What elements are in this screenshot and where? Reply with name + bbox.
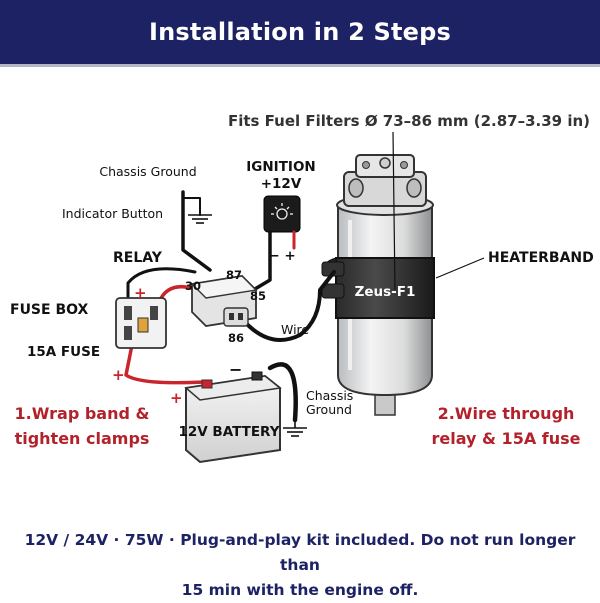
battery-wire-plus-sign: + [112,366,125,384]
battery-plus-sign: + [170,389,183,407]
fits-label: Fits Fuel Filters Ø 73–86 mm (2.87–3.39 … [228,112,590,130]
fuel-filter [336,154,434,416]
wire-label: Wire [281,322,309,337]
chassis-ground-top-label: Chassis Ground [99,164,196,179]
fuse-box-label: FUSE BOX [10,302,89,318]
relay-label: RELAY [113,250,163,266]
ignition-label-line1: IGNITION [246,159,315,175]
relay-pin-85: 85 [250,289,266,303]
footer-line2: 15 min with the engine off. [181,581,419,599]
chassis-ground-bottom-label-1: Chassis [306,388,353,403]
heaterband-callout-line [435,257,485,279]
relay-pin-87: 87 [226,268,242,282]
heaterband-label: HEATERBAND [488,250,594,266]
relay-pin-86: 86 [228,331,244,345]
ignition-label-line2: +12V [261,176,302,192]
page-title: Installation in 2 Steps [148,18,452,46]
wires [124,190,336,423]
fits-callout-line [392,131,396,291]
footer-note: 12V / 24V · 75W · Plug-and-play kit incl… [20,528,580,603]
relay [190,275,258,327]
step2-line2: relay & 15A fuse [432,429,581,448]
title-banner: Installation in 2 Steps [0,0,600,67]
heaterband: Zeus-F1 [321,257,435,319]
ground-symbol-bottom [283,420,307,437]
step1-line1: 1.Wrap band & [15,404,150,423]
fuse-box [115,297,167,349]
footer-line1: 12V / 24V · 75W · Plug-and-play kit incl… [24,531,576,574]
fuse-plus-sign: + [134,284,147,302]
ignition-terminals-label: − + [268,248,295,264]
step2-line1: 2.Wire through [438,404,575,423]
indicator-button-label: Indicator Button [62,206,163,221]
relay-pin-30: 30 [185,279,201,293]
chassis-ground-bottom-label-2: Ground [306,402,352,417]
battery-label: 12V BATTERY [178,424,279,440]
ground-symbol-top [188,214,212,224]
step1-line2: tighten clamps [15,429,150,448]
band-brand-label: Zeus-F1 [355,284,416,300]
ignition-switch [263,195,301,233]
fuse-15a-label: 15A FUSE [27,344,100,360]
battery [184,371,282,464]
battery-minus-sign: − [229,360,242,379]
